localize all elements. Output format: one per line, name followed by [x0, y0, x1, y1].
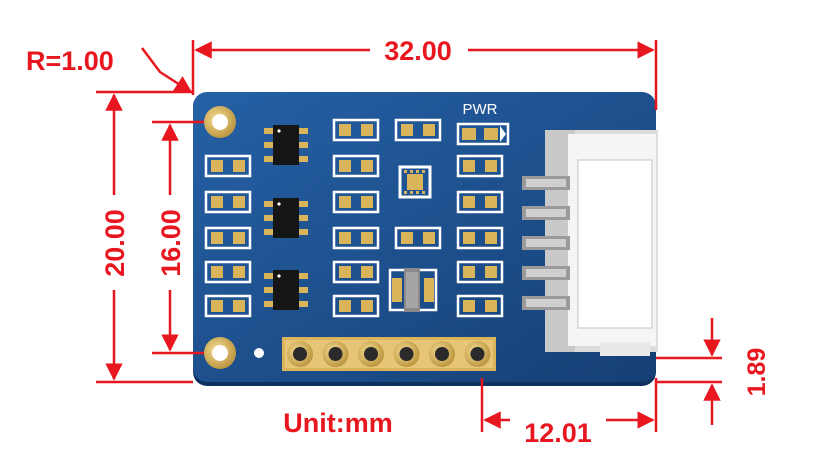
smd-pads-column-2: [332, 118, 380, 318]
connector-offset-label: 12.01: [524, 418, 592, 448]
smd-pad-pair: [332, 190, 380, 214]
smd-pads-middle: [394, 118, 442, 250]
sot23-ic: [264, 270, 308, 310]
smd-pad-pair: [332, 118, 380, 142]
smd-pad-pair: [332, 294, 380, 318]
mounting-hole-top: [204, 106, 236, 138]
dimension-annotations: [96, 40, 722, 432]
smd-pad-pair: [204, 190, 252, 214]
power-led: [456, 122, 510, 146]
smd-pad-pair: [332, 260, 380, 284]
header-pin-hole: [470, 347, 485, 361]
header-pin-hole: [364, 347, 378, 361]
smd-pads-column-3: [456, 154, 504, 318]
smd-pad-pair: [456, 260, 504, 284]
header-pin-hole: [293, 347, 307, 361]
hole-spacing-label: 16.00: [156, 209, 186, 277]
pcb-board: PWR: [193, 92, 658, 386]
header-pin-hole: [328, 347, 343, 361]
side-connector: [522, 130, 658, 356]
radius-leader: [141, 47, 193, 94]
connector-edge-label: 1.89: [743, 348, 771, 397]
smd-pad-pair: [394, 118, 442, 142]
mounting-hole-bottom: [204, 337, 236, 369]
sot23-ic: [264, 125, 308, 165]
smd-pad-pair: [204, 154, 252, 178]
smd-pad-pair: [456, 190, 504, 214]
smd-pad-pair: [332, 154, 380, 178]
smd-pad-pair: [394, 226, 442, 250]
smd-pad-pair: [456, 294, 504, 318]
ic-chips: [264, 125, 308, 310]
pin1-marker: [254, 348, 264, 358]
pwr-silkscreen-label: PWR: [463, 101, 498, 118]
width-label: 32.00: [384, 36, 452, 66]
smd-pads-column-1: [204, 154, 252, 318]
qfn-chip: [398, 165, 432, 199]
regulator-chip: [388, 268, 438, 312]
pin-header: [282, 337, 496, 371]
smd-pad-pair: [204, 226, 252, 250]
smd-pad-pair: [204, 294, 252, 318]
unit-label: Unit:mm: [283, 408, 393, 438]
sot23-ic: [264, 198, 308, 238]
smd-pad-pair: [456, 226, 504, 250]
radius-label: R=1.00: [26, 46, 114, 76]
header-pin-hole: [399, 347, 414, 361]
smd-pad-pair: [204, 260, 252, 284]
height-label: 20.00: [100, 209, 130, 277]
smd-pad-pair: [332, 226, 380, 250]
smd-pad-pair: [456, 154, 504, 178]
header-pin-hole: [435, 347, 449, 361]
